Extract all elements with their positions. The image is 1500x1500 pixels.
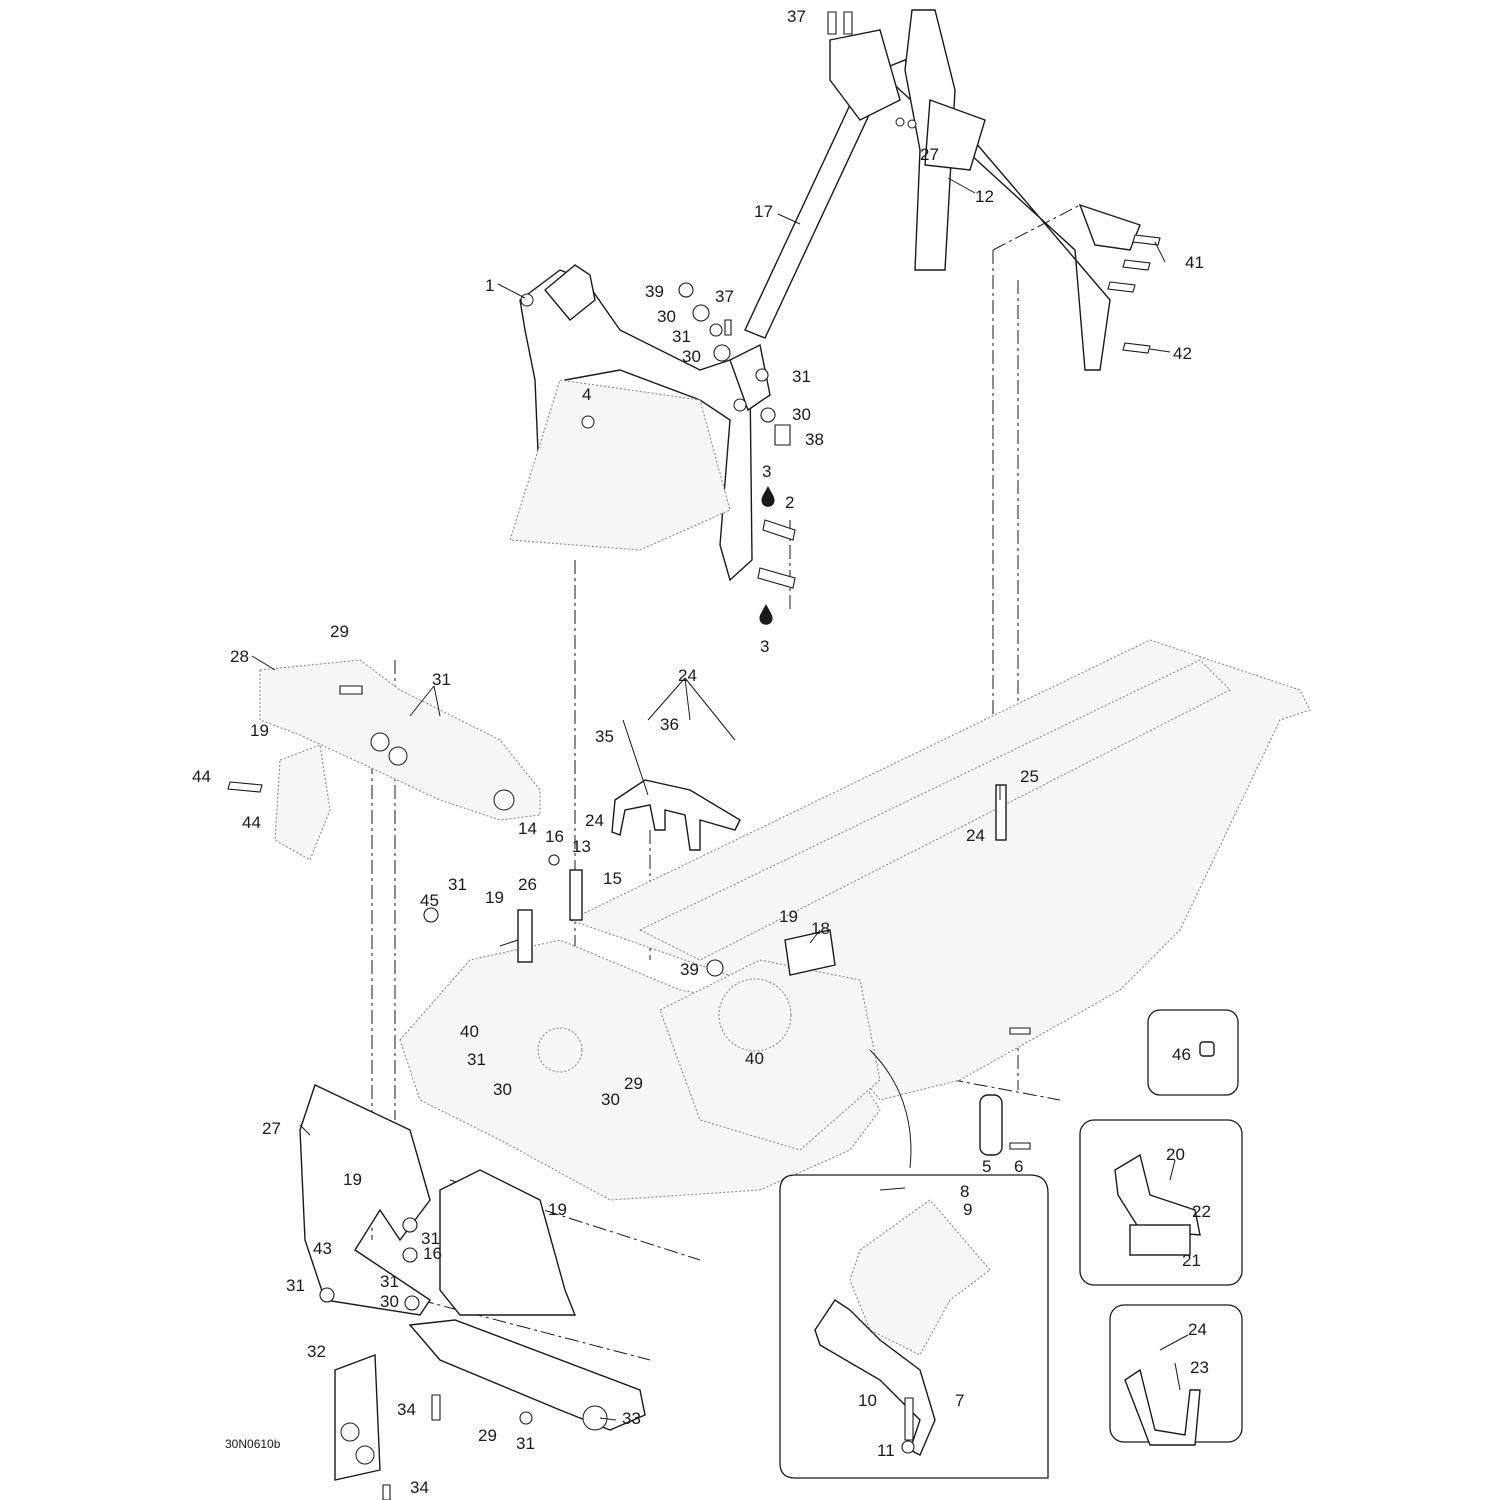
callout: 14 [518,819,537,838]
callout: 34 [397,1400,416,1419]
callout: 3 [762,462,771,481]
callout: 31 [421,1229,440,1248]
callout: 21 [1182,1251,1201,1270]
callout: 40 [460,1022,479,1041]
callout: 30 [682,347,701,366]
callout: 30 [657,307,676,326]
callout: 4 [582,385,591,404]
callout: 20 [1166,1145,1185,1164]
callout: 3 [760,637,769,656]
callout: 32 [307,1342,326,1361]
callout: 31 [380,1272,399,1291]
callout: 2 [785,493,794,512]
callout: 12 [975,187,994,206]
callout: 34 [410,1478,429,1497]
callout: 10 [858,1391,877,1410]
callout: 38 [805,430,824,449]
callout: 31 [448,875,467,894]
callout: 27 [920,145,939,164]
lower-side-panels [299,1084,646,1481]
callout: 40 [745,1049,764,1068]
callout: 30 [380,1292,399,1311]
callout: 11 [877,1441,895,1460]
callout: 35 [595,727,614,746]
callout: 24 [1188,1320,1207,1339]
callout: 30 [792,405,811,424]
detail-insets [779,1009,1243,1479]
drop-icon [759,604,773,625]
steering-support-frame [744,9,1141,371]
callout: 19 [548,1200,567,1219]
callout: 29 [624,1074,643,1093]
callout: 18 [811,919,830,938]
callout: 37 [787,7,806,26]
callout: 25 [1020,767,1039,786]
callout: 19 [485,888,504,907]
front-spar [509,264,771,582]
callout: 5 [982,1157,991,1176]
callout: 27 [262,1119,281,1138]
callout: 15 [603,869,622,888]
callout: 8 [960,1182,969,1201]
fasteners [227,11,1161,1500]
callout: 36 [660,715,679,734]
steering-support-plate [259,659,541,861]
callout: 39 [645,282,664,301]
callout: 45 [420,891,439,910]
callout: 30 [493,1080,512,1099]
callout: 22 [1192,1202,1211,1221]
figure-code: 30N0610b [225,1437,281,1451]
callout: 1 [485,276,494,295]
callout: 9 [963,1200,972,1219]
callout: 7 [955,1391,964,1410]
callout: 16 [423,1244,442,1263]
callout: 19 [343,1170,362,1189]
callout: 31 [516,1434,535,1453]
callout: 44 [242,813,261,832]
callout: 24 [585,811,604,830]
callout: 23 [1190,1358,1209,1377]
callout: 31 [672,327,691,346]
callout: 41 [1185,253,1204,272]
drop-icon [761,486,775,507]
callout: 31 [792,367,811,386]
callout: 17 [754,202,773,221]
callouts: 37 27 12 17 41 42 1 39 37 30 31 30 31 4 … [192,7,1211,1497]
callout: 28 [230,647,249,666]
callout: 44 [192,767,211,786]
callout: 26 [518,875,537,894]
callout: 43 [313,1239,332,1258]
callout: 31 [467,1050,486,1069]
callout: 46 [1172,1045,1191,1064]
callout: 33 [622,1409,641,1428]
callout: 16 [545,827,564,846]
center-bracket [423,779,1007,1156]
tunnel-chassis [399,639,1311,1201]
callout: 13 [572,837,591,856]
leader-lines [251,177,1189,1421]
callout: 37 [715,287,734,306]
callout: 24 [678,666,697,685]
callout: 29 [330,622,349,641]
callout: 39 [680,960,699,979]
callout: 24 [966,826,985,845]
callout: 42 [1173,344,1192,363]
callout: 6 [1014,1157,1023,1176]
callout: 19 [250,721,269,740]
callout: 29 [478,1426,497,1445]
callout: 31 [286,1276,305,1295]
callout: 31 [432,670,451,689]
callout: 30 [601,1090,620,1109]
callout: 19 [779,907,798,926]
